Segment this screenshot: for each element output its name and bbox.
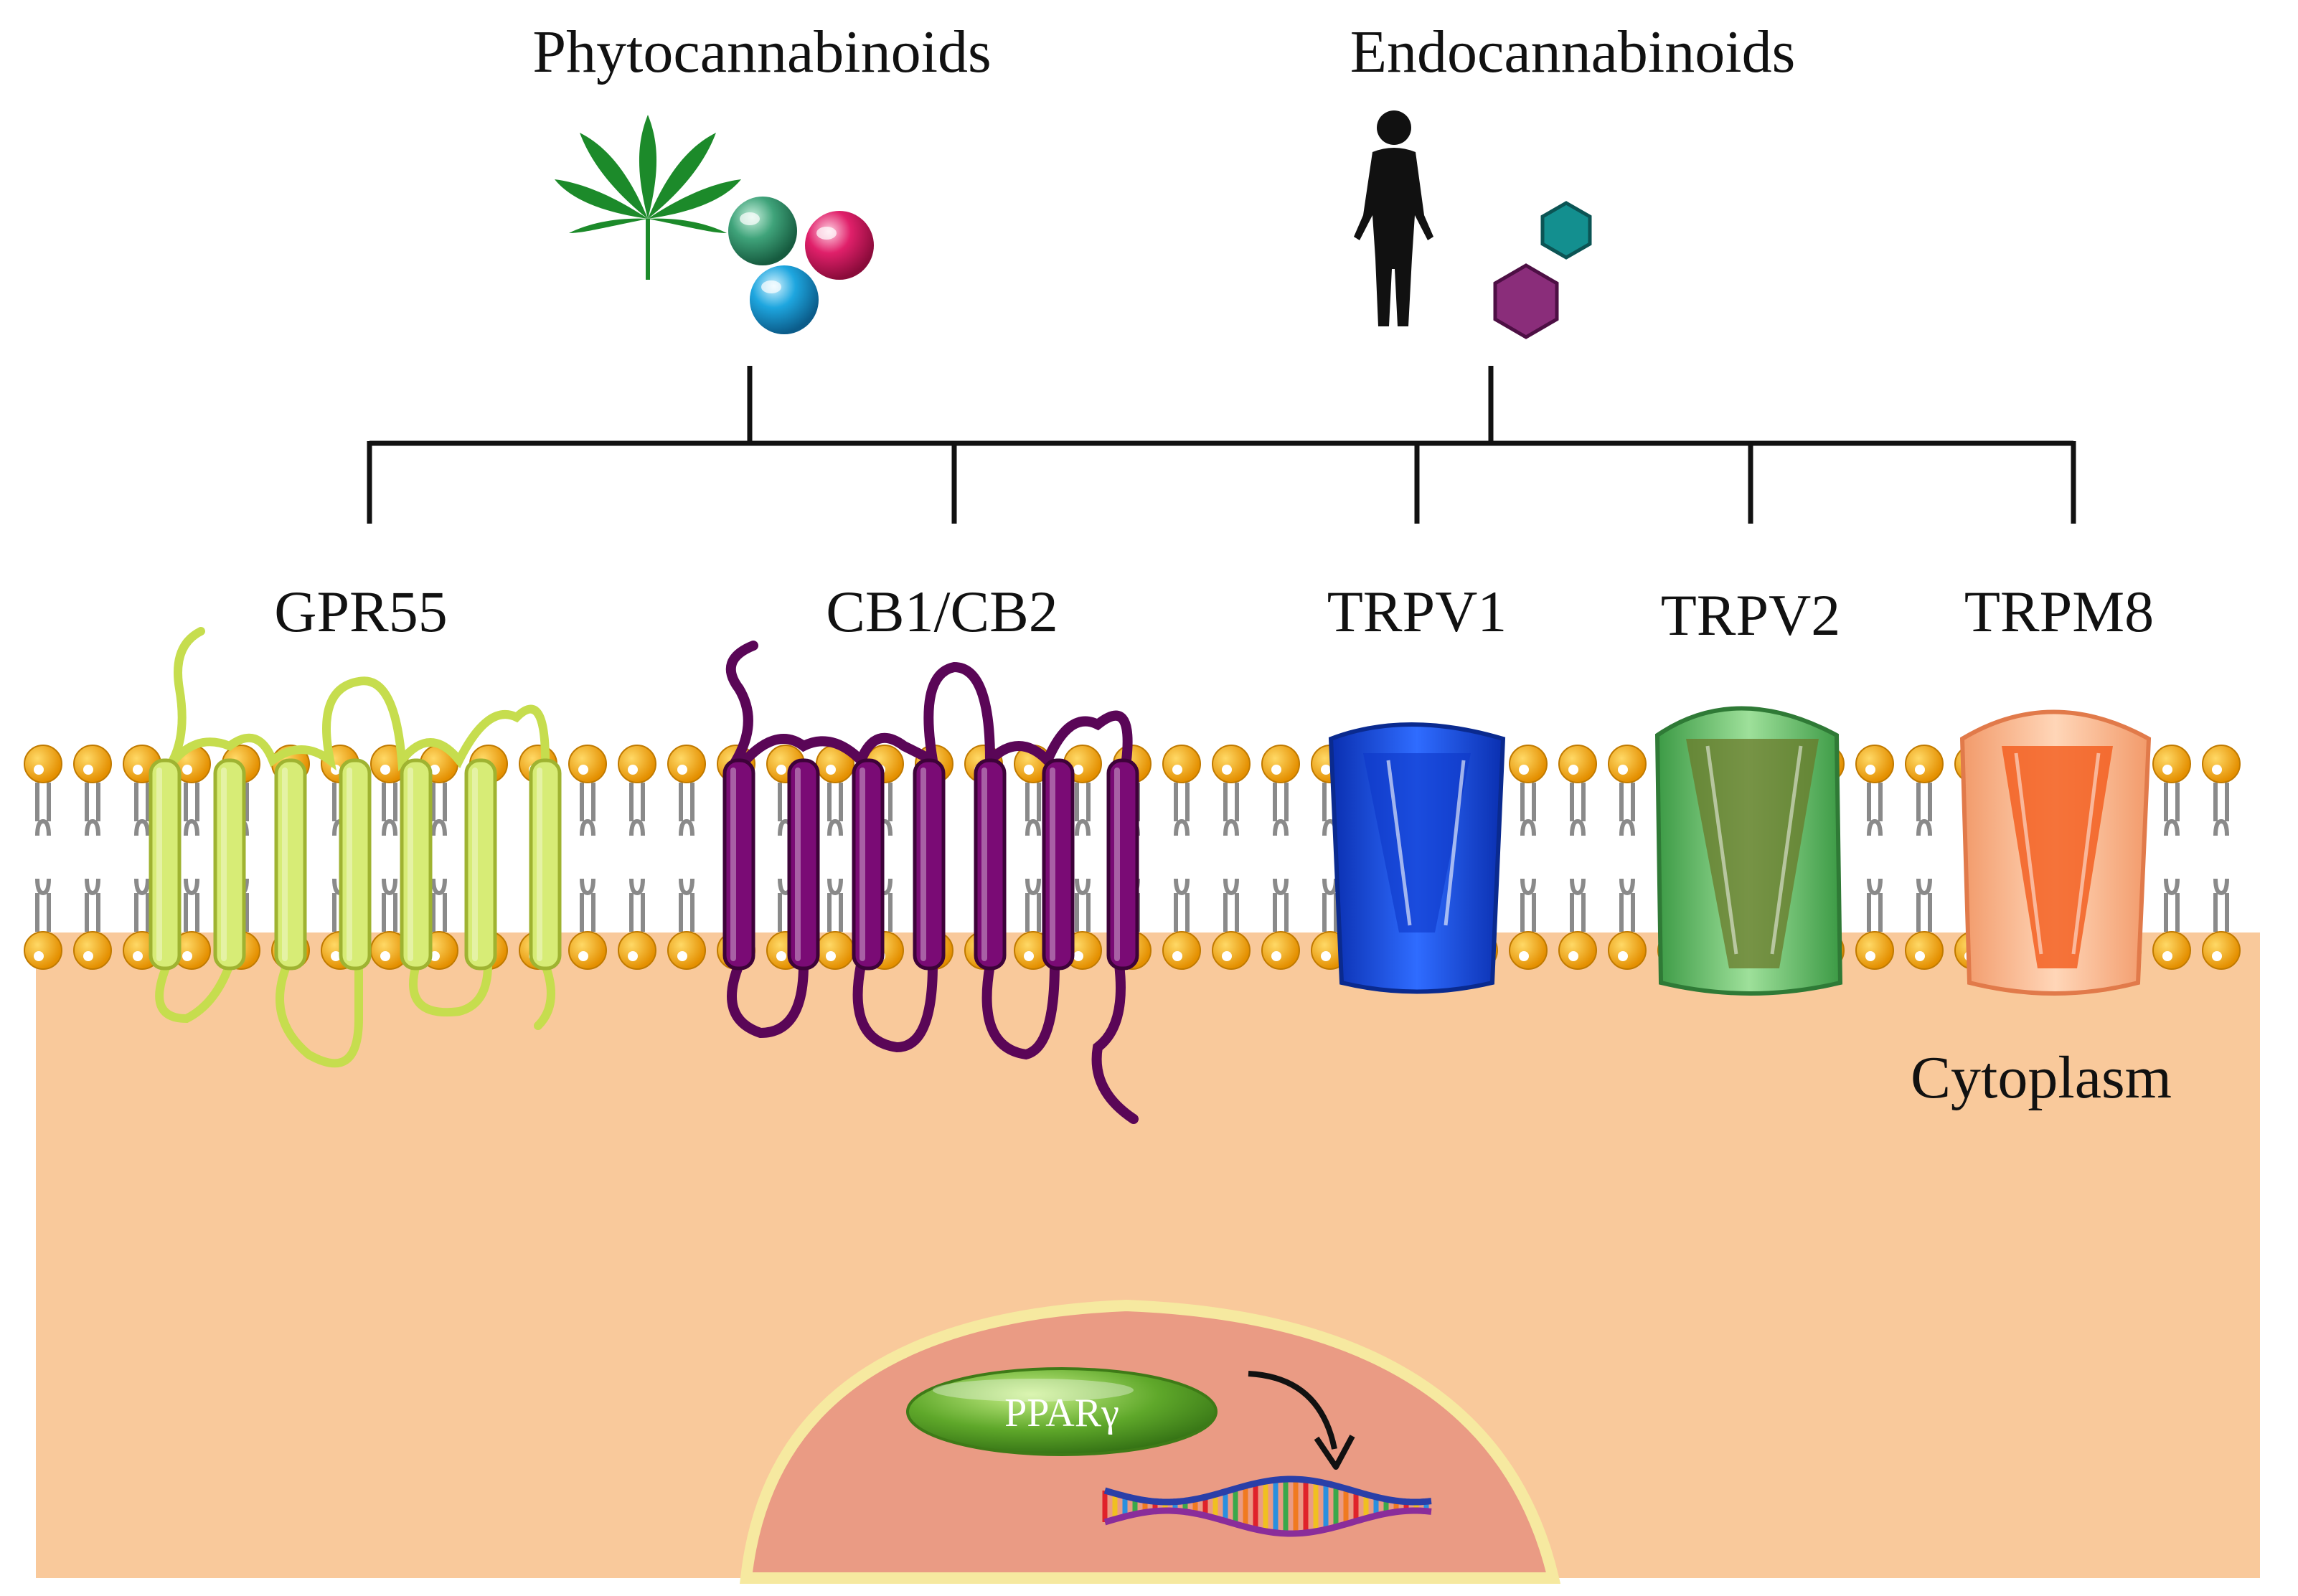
transmembrane-helix bbox=[913, 758, 946, 971]
lipid-tails bbox=[431, 783, 447, 932]
lipid-head bbox=[816, 931, 854, 970]
transmembrane-helix bbox=[529, 758, 562, 971]
ppar-gamma: PPARγ bbox=[906, 1367, 1218, 1456]
lipid-tails bbox=[134, 783, 150, 932]
lipid-head bbox=[568, 745, 607, 783]
receptor-label-cb: CB1/CB2 bbox=[826, 579, 1058, 644]
trpm8-channel bbox=[1959, 709, 2152, 996]
trpv2-channel bbox=[1654, 706, 1843, 996]
lipid-tails bbox=[1273, 783, 1289, 932]
lipid-tails bbox=[2164, 783, 2180, 932]
lipid-tails bbox=[35, 783, 51, 932]
lipid-head bbox=[1162, 745, 1201, 783]
trpv1-channel bbox=[1328, 722, 1506, 994]
lipid-head bbox=[667, 931, 706, 970]
lipid-head bbox=[618, 931, 656, 970]
lipid-head bbox=[73, 745, 112, 783]
source-label-phyto: Phytocannabinoids bbox=[532, 19, 991, 85]
lipid-tails bbox=[1619, 783, 1635, 932]
lipid-tails bbox=[827, 783, 843, 932]
lipid-head bbox=[1261, 931, 1300, 970]
lipid-tails bbox=[2213, 783, 2229, 932]
transmembrane-helix bbox=[1042, 758, 1075, 971]
lipid-head bbox=[1509, 931, 1548, 970]
transmembrane-helix bbox=[339, 758, 372, 971]
curved-arrow-icon bbox=[1248, 1371, 1355, 1470]
transmembrane-helix bbox=[974, 758, 1007, 971]
lipid-tails bbox=[85, 783, 100, 932]
lipid-head bbox=[2202, 931, 2241, 970]
lipid-tails bbox=[629, 783, 645, 932]
lipid-tails bbox=[1223, 783, 1239, 932]
lipid-head bbox=[568, 931, 607, 970]
lipid-head bbox=[1905, 745, 1944, 783]
lipid-tails bbox=[1916, 783, 1932, 932]
ppar-gamma-label: PPARγ bbox=[1004, 1391, 1119, 1435]
lipid-tails bbox=[580, 783, 595, 932]
transmembrane-helix bbox=[400, 758, 433, 971]
transmembrane-helix bbox=[213, 758, 246, 971]
lipid-head bbox=[24, 931, 62, 970]
lipid-head bbox=[1558, 931, 1597, 970]
transmembrane-helix bbox=[1106, 758, 1139, 971]
lipid-head bbox=[1212, 931, 1251, 970]
receptor-label-trpm8: TRPM8 bbox=[1964, 579, 2154, 644]
lipid-head bbox=[1855, 931, 1894, 970]
cb1-cb2-receptor bbox=[722, 641, 1139, 1124]
source-label-endo: Endocannabinoids bbox=[1350, 19, 1796, 85]
cytoplasm-label: Cytoplasm bbox=[1911, 1044, 2172, 1111]
lipid-tails bbox=[1174, 783, 1190, 932]
hexagon-molecules-icon bbox=[1493, 201, 1592, 339]
lipid-tails bbox=[1570, 783, 1586, 932]
lipid-head bbox=[24, 745, 62, 783]
receptor-label-trpv1: TRPV1 bbox=[1327, 579, 1507, 644]
human-body-icon bbox=[1354, 110, 1433, 326]
lipid-head bbox=[1261, 745, 1300, 783]
receptor-label-gpr55: GPR55 bbox=[274, 579, 448, 644]
receptor-label-trpv2: TRPV2 bbox=[1661, 582, 1841, 648]
transmembrane-helix bbox=[464, 758, 497, 971]
transmembrane-helix bbox=[274, 758, 307, 971]
transmembrane-helix bbox=[787, 758, 820, 971]
lipid-head bbox=[2152, 931, 2191, 970]
lipid-head bbox=[1608, 745, 1647, 783]
lipid-head bbox=[73, 931, 112, 970]
lipid-tails bbox=[679, 783, 694, 932]
lipid-head bbox=[1855, 745, 1894, 783]
molecule-spheres-icon bbox=[728, 197, 874, 334]
transmembrane-helix bbox=[722, 758, 755, 971]
lipid-head bbox=[1162, 931, 1201, 970]
lipid-tails bbox=[382, 783, 397, 932]
lipid-head bbox=[2152, 745, 2191, 783]
lipid-tails bbox=[1075, 783, 1091, 932]
lipid-head bbox=[667, 745, 706, 783]
lipid-tails bbox=[1520, 783, 1536, 932]
transmembrane-helix bbox=[149, 758, 182, 971]
connector-tree bbox=[367, 366, 2076, 524]
lipid-head bbox=[1509, 745, 1548, 783]
gpr55-receptor bbox=[149, 627, 562, 1068]
cannabis-leaf-icon bbox=[555, 115, 741, 280]
transmembrane-helix bbox=[852, 758, 885, 971]
lipid-head bbox=[1558, 745, 1597, 783]
lipid-head bbox=[1905, 931, 1944, 970]
lipid-head bbox=[2202, 745, 2241, 783]
lipid-head bbox=[1212, 745, 1251, 783]
lipid-tails bbox=[1867, 783, 1883, 932]
lipid-tails bbox=[1025, 783, 1041, 932]
dna-icon bbox=[1102, 1475, 1432, 1537]
lipid-tails bbox=[184, 783, 199, 932]
lipid-head bbox=[618, 745, 656, 783]
lipid-head bbox=[1608, 931, 1647, 970]
